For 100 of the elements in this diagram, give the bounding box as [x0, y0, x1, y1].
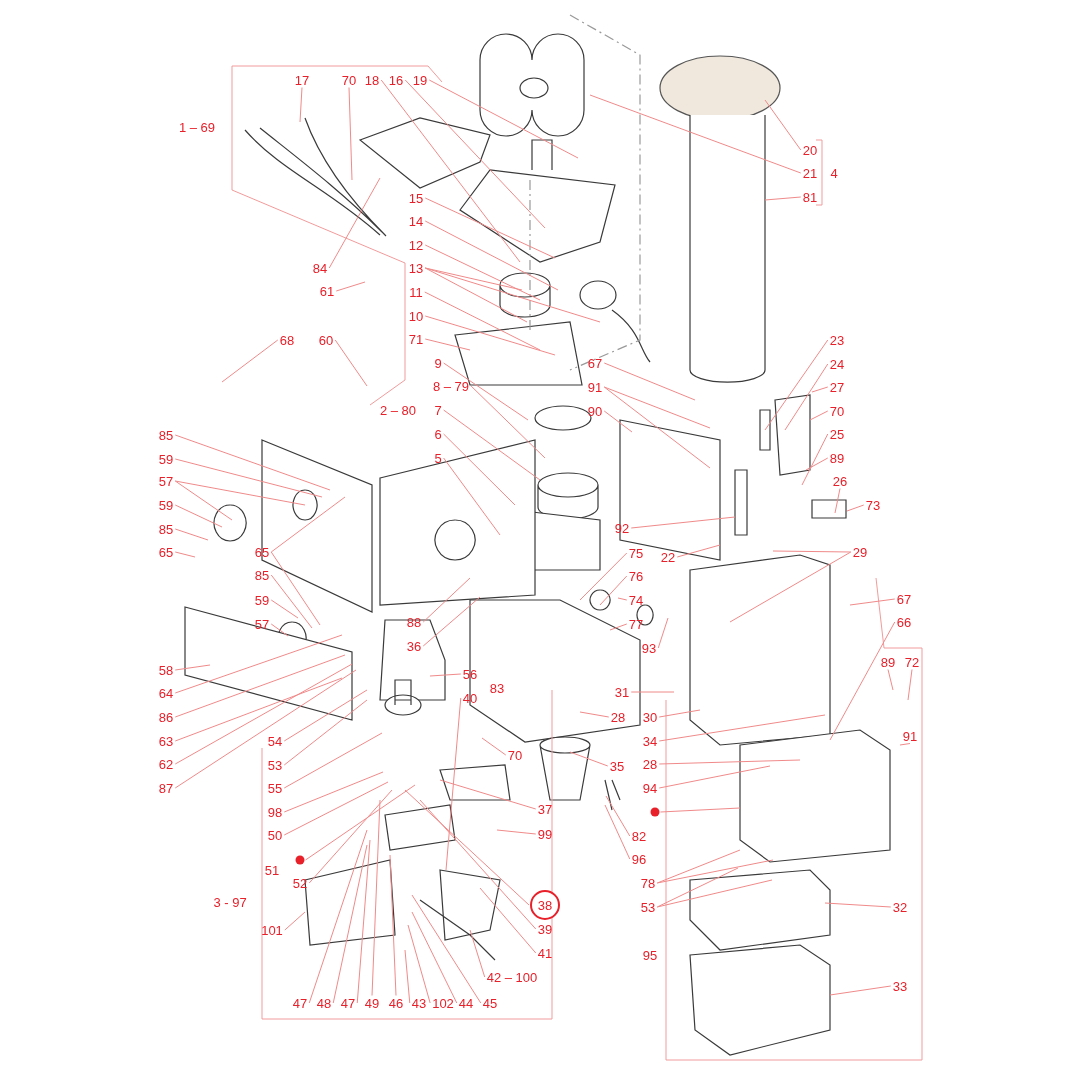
leader-line [407, 924, 431, 1004]
callout-number: 89 [879, 655, 897, 669]
callout-number: 54 [266, 734, 284, 748]
callout-number: 84 [311, 261, 329, 275]
leader-line [174, 663, 353, 765]
leader-line [658, 765, 771, 789]
leader-line [443, 409, 541, 481]
leader-line [424, 267, 601, 323]
callout-number: 63 [157, 734, 175, 748]
leader-line [380, 79, 521, 263]
leader-line [270, 599, 299, 619]
callout-number: 59 [157, 498, 175, 512]
assembly-group-label: 51 [264, 863, 280, 877]
callout-number: 92 [613, 521, 631, 535]
callout-number: 85 [157, 522, 175, 536]
callout-number: 9 [433, 356, 443, 370]
leader-line [445, 697, 462, 871]
callout-number: 86 [157, 710, 175, 724]
leader-line [404, 949, 411, 1004]
callout-number: 19 [411, 73, 429, 87]
leader-line [283, 732, 383, 789]
leader-line [772, 550, 852, 553]
leader-line [174, 458, 323, 498]
leader-line [579, 711, 610, 718]
leader-line [603, 386, 711, 469]
leader-line [569, 751, 609, 767]
leader-line [658, 714, 826, 742]
callout-number: 33 [891, 979, 909, 993]
leader-line [656, 867, 739, 908]
callout-number: 77 [627, 617, 645, 631]
leader-line [424, 291, 541, 351]
circled-callout-number: 38 [530, 890, 560, 920]
leader-line [348, 87, 353, 181]
callout-number: 72 [903, 655, 921, 669]
leader-line [439, 779, 537, 810]
callout-number: 14 [407, 214, 425, 228]
callout-number: 81 [801, 190, 819, 204]
callout-number: 43 [410, 996, 428, 1010]
callout-number: 93 [640, 641, 658, 655]
callout-number: 46 [387, 996, 405, 1010]
callout-number: 66 [895, 615, 913, 629]
leader-line [604, 804, 631, 860]
callout-number: 56 [461, 667, 479, 681]
leader-line [424, 315, 556, 356]
callout-number: 101 [260, 923, 284, 937]
leader-line [270, 551, 321, 626]
leader-line [609, 623, 628, 631]
leader-line [270, 574, 313, 629]
callout-number: 25 [828, 427, 846, 441]
leader-line [284, 911, 306, 931]
leader-line [422, 577, 471, 623]
leader-line [174, 677, 343, 742]
leader-line [656, 849, 741, 884]
leader-line [443, 457, 501, 536]
callout-number: 28 [609, 710, 627, 724]
leader-line [308, 789, 393, 884]
callout-number: 67 [586, 356, 604, 370]
callout-number: 27 [828, 380, 846, 394]
leader-line [907, 669, 913, 701]
leader-line [308, 829, 368, 1004]
leader-line [371, 799, 381, 996]
leader-line [174, 434, 331, 491]
leader-line [470, 385, 546, 459]
callout-number: 50 [266, 828, 284, 842]
callout-number: 90 [586, 404, 604, 418]
callout-number: 55 [266, 781, 284, 795]
callout-number: 88 [405, 615, 423, 629]
leader-line [270, 623, 289, 637]
callout-number: 65 [253, 545, 271, 559]
assembly-group-label: 83 [489, 681, 505, 695]
leader-line [174, 480, 306, 506]
callout-number: 94 [641, 781, 659, 795]
leader-line [829, 621, 896, 741]
callout-number: 102 [431, 996, 455, 1010]
leader-line [411, 894, 482, 1004]
leader-line [389, 854, 397, 996]
leader-line [849, 598, 896, 606]
leader-line [660, 807, 741, 813]
callout-number: 62 [157, 757, 175, 771]
callout-number: 96 [630, 852, 648, 866]
leader-line [603, 386, 711, 429]
callout-number: 18 [363, 73, 381, 87]
leader-line [729, 551, 852, 623]
leader-line [656, 859, 774, 884]
callout-number: 98 [266, 805, 284, 819]
leader-line [630, 691, 675, 693]
leader-line [174, 528, 209, 541]
leader-line [658, 709, 701, 718]
leader-line [174, 669, 357, 789]
leader-line [422, 596, 481, 647]
leader-line [299, 87, 303, 123]
leader-line [174, 634, 343, 694]
leader-line [657, 617, 669, 649]
leader-line [174, 551, 196, 558]
callout-number: 85 [253, 568, 271, 582]
leader-line [174, 504, 223, 528]
callout-number: 61 [318, 284, 336, 298]
leader-line [579, 552, 628, 601]
callout-number: 40 [461, 691, 479, 705]
callout-number: 21 [801, 166, 819, 180]
